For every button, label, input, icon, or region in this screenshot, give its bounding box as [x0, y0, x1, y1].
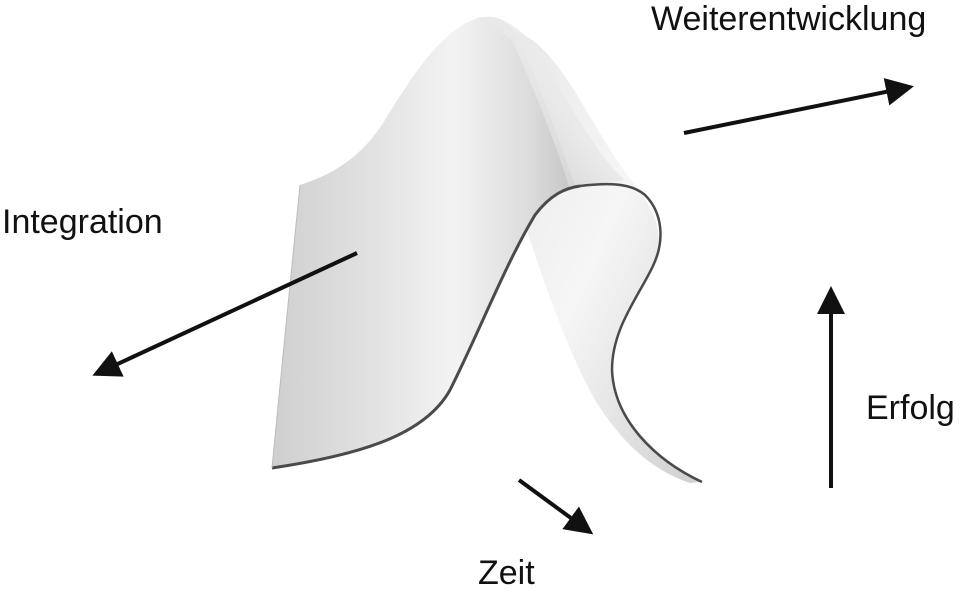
zeit-arrow: [517, 478, 594, 535]
sheet-ridge: [478, 17, 625, 191]
integration-arrow: [92, 251, 358, 377]
label-zeit: Zeit: [478, 554, 535, 592]
sheet-front-face: [272, 16, 575, 468]
label-erfolg: Erfolg: [866, 389, 955, 427]
sheet-front-edge: [271, 184, 581, 470]
weiterentwicklung-arrow: [683, 78, 914, 135]
sheet-left-edge: [271, 184, 301, 469]
sheet-back-edge: [579, 182, 703, 484]
label-integration: Integration: [2, 203, 163, 241]
label-weiterentwicklung: Weiterentwicklung: [651, 0, 927, 38]
curved-sheet: [271, 16, 703, 484]
